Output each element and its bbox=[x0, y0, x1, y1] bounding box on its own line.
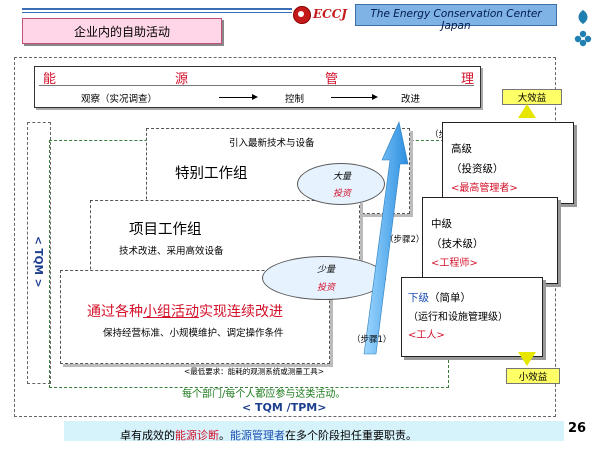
large-investment-sub: 投资 bbox=[333, 189, 352, 199]
triangle-up-icon bbox=[518, 104, 536, 118]
level-high-box: 高级 （投资级） <最高管理者> bbox=[442, 122, 574, 204]
small-group-subtitle: 保持经营标准、小规模维护、调定操作条件 bbox=[103, 328, 284, 339]
triangle-down-icon bbox=[518, 352, 536, 366]
slide-tab-title: 企业内的自助活动 bbox=[22, 18, 222, 44]
header-rule bbox=[22, 8, 292, 10]
step-observe: 观察（实况调查） bbox=[81, 94, 158, 105]
tqm-side-frame bbox=[27, 122, 51, 384]
footer-post: 在多个阶段担任重要职责。 bbox=[285, 429, 417, 442]
level-mid-role: <工程师> bbox=[431, 258, 478, 269]
organization-name: The Energy Conservation Center Japan bbox=[370, 8, 542, 32]
eccj-logo-icon bbox=[293, 6, 311, 24]
small-title-post: 实现连续改进 bbox=[199, 304, 283, 320]
level-low-name-rest: （简单） bbox=[429, 292, 471, 304]
arrow-2-line bbox=[331, 97, 373, 98]
step-2-label: （步骤2） bbox=[385, 235, 425, 245]
small-investment-ellipse: 少量 投资 bbox=[262, 256, 386, 300]
arrow-right-icon bbox=[252, 94, 258, 100]
step-improve: 改进 bbox=[401, 94, 421, 105]
project-title: 项目工作组 bbox=[129, 222, 202, 238]
title-char-1: 能 bbox=[43, 72, 57, 87]
special-top-text: 引入最新技术与设备 bbox=[229, 138, 315, 149]
everyone-participation: 每个部门/每个人都应参与这类活动。 bbox=[182, 389, 346, 400]
footer-pre: 卓有成效的 bbox=[120, 429, 175, 442]
brand-name: ECCJ bbox=[313, 7, 347, 21]
level-mid-type: （技术级） bbox=[431, 238, 484, 250]
level-high-role: <最高管理者> bbox=[451, 183, 518, 194]
footer-blue: 能源管理者 bbox=[230, 429, 285, 442]
small-investment-sub: 投资 bbox=[317, 283, 336, 293]
small-title-pre: 通过各种 bbox=[87, 304, 143, 320]
slide-tab-title-text: 企业内的自助活动 bbox=[73, 25, 170, 39]
footer-mid: 。 bbox=[219, 429, 230, 442]
footer-banner: 卓有成效的能源诊断。能源管理者在多个阶段担任重要职责。 bbox=[64, 421, 564, 443]
title-char-4: 理 bbox=[461, 72, 475, 87]
level-high-name: 高级 bbox=[451, 143, 472, 155]
minimum-requirement: <最低要求：能耗的观测系统或测量工具> bbox=[184, 367, 325, 376]
small-effect-badge: 小效益 bbox=[506, 368, 560, 384]
level-low-type: （运行和设施管理级） bbox=[408, 312, 508, 323]
large-investment-label: 大量 bbox=[333, 172, 352, 182]
level-mid-name: 中级 bbox=[431, 218, 452, 230]
tqm-tpm-label: < TQM /TPM> bbox=[242, 401, 327, 414]
step-arrow-icon bbox=[363, 121, 409, 355]
big-effect-badge: 大效益 bbox=[502, 89, 562, 105]
footer-red: 能源诊断 bbox=[175, 429, 219, 442]
special-title: 特别工作组 bbox=[175, 166, 248, 182]
level-low-role: <工人> bbox=[408, 330, 445, 341]
level-low-name: 下级（简单） bbox=[408, 290, 471, 305]
level-low-box: 下级（简单） （运行和设施管理级） <工人> bbox=[401, 277, 543, 357]
energy-management-panel: 能 源 管 理 观察（实况调查） 控制 改进 bbox=[34, 66, 481, 108]
energy-management-divider bbox=[39, 85, 474, 86]
footer-sentence: 卓有成效的能源诊断。能源管理者在多个阶段担任重要职责。 bbox=[120, 424, 417, 443]
organization-banner: The Energy Conservation Center Japan bbox=[355, 4, 557, 32]
clover-icon bbox=[574, 10, 592, 47]
small-group-title: 通过各种小组活动实现连续改进 bbox=[87, 301, 283, 321]
title-char-2: 源 bbox=[175, 72, 189, 87]
level-low-name-highlight: 下级 bbox=[408, 292, 429, 304]
level-mid-box: 中级 （技术级） <工程师> bbox=[422, 197, 558, 284]
small-title-link: 小组活动 bbox=[143, 304, 199, 320]
title-char-3: 管 bbox=[325, 72, 339, 87]
step-control: 控制 bbox=[285, 94, 305, 105]
energy-management-title: 能 源 管 理 bbox=[35, 68, 480, 87]
arrow-right-icon bbox=[372, 94, 378, 100]
level-high-type: （投资级） bbox=[451, 163, 504, 175]
header-rule-thin bbox=[22, 12, 292, 13]
arrow-1-line bbox=[219, 97, 253, 98]
project-subtitle: 技术改进、采用高效设备 bbox=[119, 246, 224, 257]
large-investment-ellipse: 大量 投资 bbox=[297, 163, 385, 205]
small-investment-label: 少量 bbox=[317, 265, 336, 275]
page-number: 26 bbox=[568, 421, 587, 436]
tqm-vertical-label: < TQM > bbox=[32, 236, 44, 288]
step-1-label: （步骤1） bbox=[352, 335, 392, 345]
